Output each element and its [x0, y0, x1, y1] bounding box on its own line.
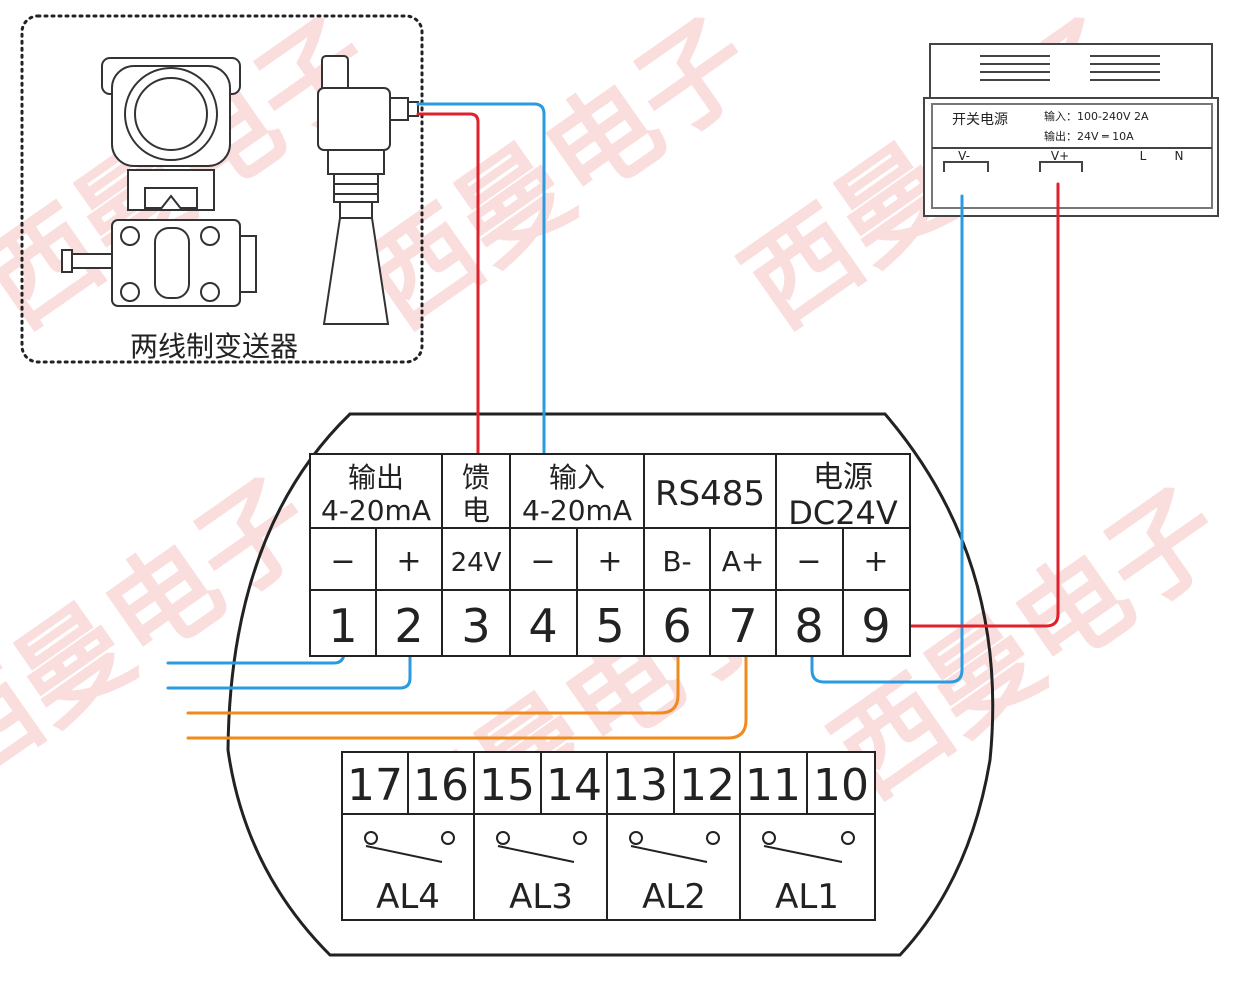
- relay-block: 17 16 15 14 13 12 11 10 AL4 AL3 AL2 AL1: [341, 751, 876, 921]
- transmitter-box: [20, 14, 424, 364]
- wire-blue-power: [810, 194, 964, 684]
- terminal-2-polarity: +: [396, 544, 421, 579]
- terminal-3-polarity: 24V: [451, 548, 502, 578]
- power-supply-input: 输入：100-240V 2A: [1044, 109, 1149, 123]
- terminal-number: 1: [328, 599, 357, 653]
- terminal-8-polarity: −: [796, 544, 821, 579]
- power-supply-icon: [923, 43, 1219, 217]
- group-output-range: 4-20mA: [321, 494, 431, 527]
- wire-orange-b: [186, 650, 680, 715]
- group-input-range: 4-20mA: [522, 494, 632, 527]
- terminal-number: 7: [728, 599, 757, 653]
- power-supply-group: 开关电源 输入：100-240V 2A 输出：24V ═ 10A V- V+ L…: [923, 43, 1219, 217]
- wires: [166, 102, 1060, 740]
- alarm-label: AL3: [509, 877, 573, 917]
- radar-transmitter-icon: [317, 55, 419, 325]
- terminal-block: 输出 4-20mA 馈 电 输入 4-20mA RS485 电源 DC24V −…: [309, 453, 911, 657]
- terminal-1-polarity: −: [330, 544, 355, 579]
- terminal-number: 2: [394, 599, 423, 653]
- power-terminal-v-minus: V-: [958, 149, 970, 163]
- power-supply-output: 输出：24V ═ 10A: [1044, 129, 1134, 143]
- pressure-transmitter-icon: [61, 57, 257, 307]
- relay-number: 10: [813, 760, 869, 811]
- terminal-9-polarity: +: [863, 544, 888, 579]
- terminal-6-polarity: B-: [662, 545, 691, 578]
- group-feed-title: 馈: [462, 461, 490, 494]
- transmitter-group: 两线制变送器: [20, 14, 424, 364]
- transmitter-label: 两线制变送器: [130, 330, 298, 363]
- wire-red-power: [908, 182, 1060, 628]
- terminal-number: 5: [595, 599, 624, 653]
- wire-red-feed: [416, 112, 480, 456]
- terminal-number: 9: [861, 599, 890, 653]
- relay-contact-icons: [364, 831, 855, 863]
- watermark-text: 西曼电子: [0, 454, 335, 811]
- relay-number: 12: [679, 760, 735, 811]
- watermark-text: 西曼电子: [341, 0, 775, 351]
- alarm-label: AL1: [775, 877, 839, 917]
- group-power-title: 电源: [813, 460, 873, 495]
- terminal-5-polarity: +: [597, 544, 622, 579]
- power-supply-title: 开关电源: [952, 112, 1008, 128]
- relay-number: 11: [745, 760, 801, 811]
- instrument-outline: [226, 412, 995, 957]
- power-terminal-n: N: [1175, 149, 1184, 163]
- terminal-4-polarity: −: [530, 544, 555, 579]
- wire-blue-out2: [166, 650, 412, 690]
- alarm-label: AL4: [376, 877, 440, 917]
- group-feed-title-2: 电: [462, 494, 490, 527]
- relay-number: 15: [479, 760, 535, 811]
- terminal-number: 3: [461, 599, 490, 653]
- relay-number: 17: [347, 760, 403, 811]
- group-output-title: 输出: [348, 461, 404, 494]
- power-terminal-v-plus: V+: [1051, 149, 1069, 163]
- relay-number: 16: [413, 760, 469, 811]
- group-rs485-title: RS485: [655, 474, 765, 514]
- wire-blue-input: [416, 102, 546, 456]
- terminal-number: 6: [662, 599, 691, 653]
- relay-number: 14: [546, 760, 602, 811]
- alarm-label: AL2: [642, 877, 706, 917]
- wire-orange-a: [186, 650, 748, 740]
- terminal-7-polarity: A+: [722, 545, 765, 578]
- terminal-number: 8: [794, 599, 823, 653]
- terminal-number: 4: [528, 599, 557, 653]
- relay-number: 13: [612, 760, 668, 811]
- group-input-title: 输入: [549, 461, 605, 494]
- power-terminal-l: L: [1140, 149, 1147, 163]
- group-power-spec: DC24V: [788, 494, 898, 532]
